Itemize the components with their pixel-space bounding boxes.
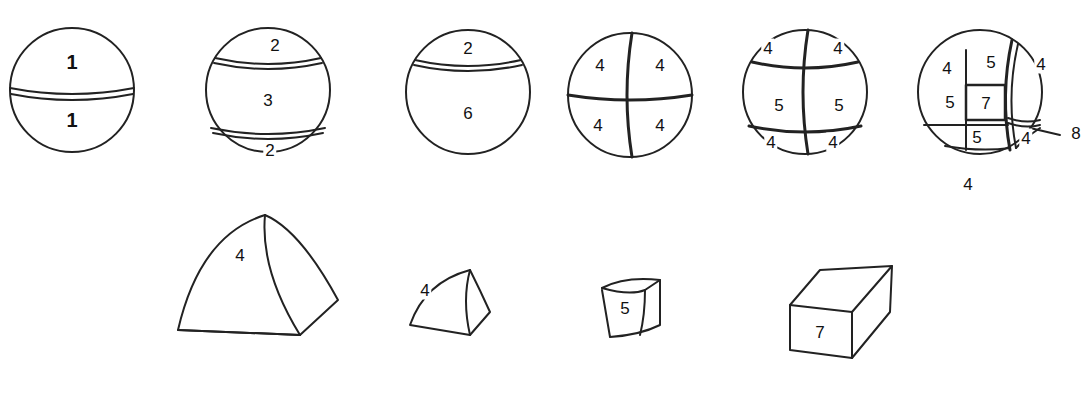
region-number: 4 (961, 175, 974, 194)
region-number: 5 (618, 299, 631, 318)
region-number: 4 (764, 133, 777, 152)
region-number: 4 (653, 116, 666, 135)
region-number: 5 (772, 96, 785, 115)
region-number: 5 (984, 53, 997, 72)
region-number: 4 (1019, 129, 1032, 148)
region-number: 4 (233, 246, 246, 265)
region-number: 6 (461, 104, 474, 123)
region-number: 3 (261, 91, 274, 110)
region-number: 4 (593, 56, 606, 75)
region-number: 2 (268, 36, 281, 55)
region-number: 4 (826, 133, 839, 152)
region-number: 5 (832, 96, 845, 115)
region-number: 4 (1034, 55, 1047, 74)
region-number: 4 (761, 39, 774, 58)
region-number: 4 (591, 116, 604, 135)
region-number: 1 (64, 109, 79, 131)
region-number: 5 (970, 128, 983, 147)
region-number: 4 (418, 281, 431, 300)
region-number: 7 (979, 94, 992, 113)
region-number: 8 (1069, 124, 1082, 143)
region-number: 2 (263, 141, 276, 160)
region-number: 5 (943, 93, 956, 112)
region-number: 7 (813, 323, 826, 342)
region-number: 2 (461, 39, 474, 58)
region-number: 4 (940, 59, 953, 78)
region-number: 1 (64, 51, 79, 73)
region-number: 4 (831, 39, 844, 58)
region-number: 4 (653, 56, 666, 75)
